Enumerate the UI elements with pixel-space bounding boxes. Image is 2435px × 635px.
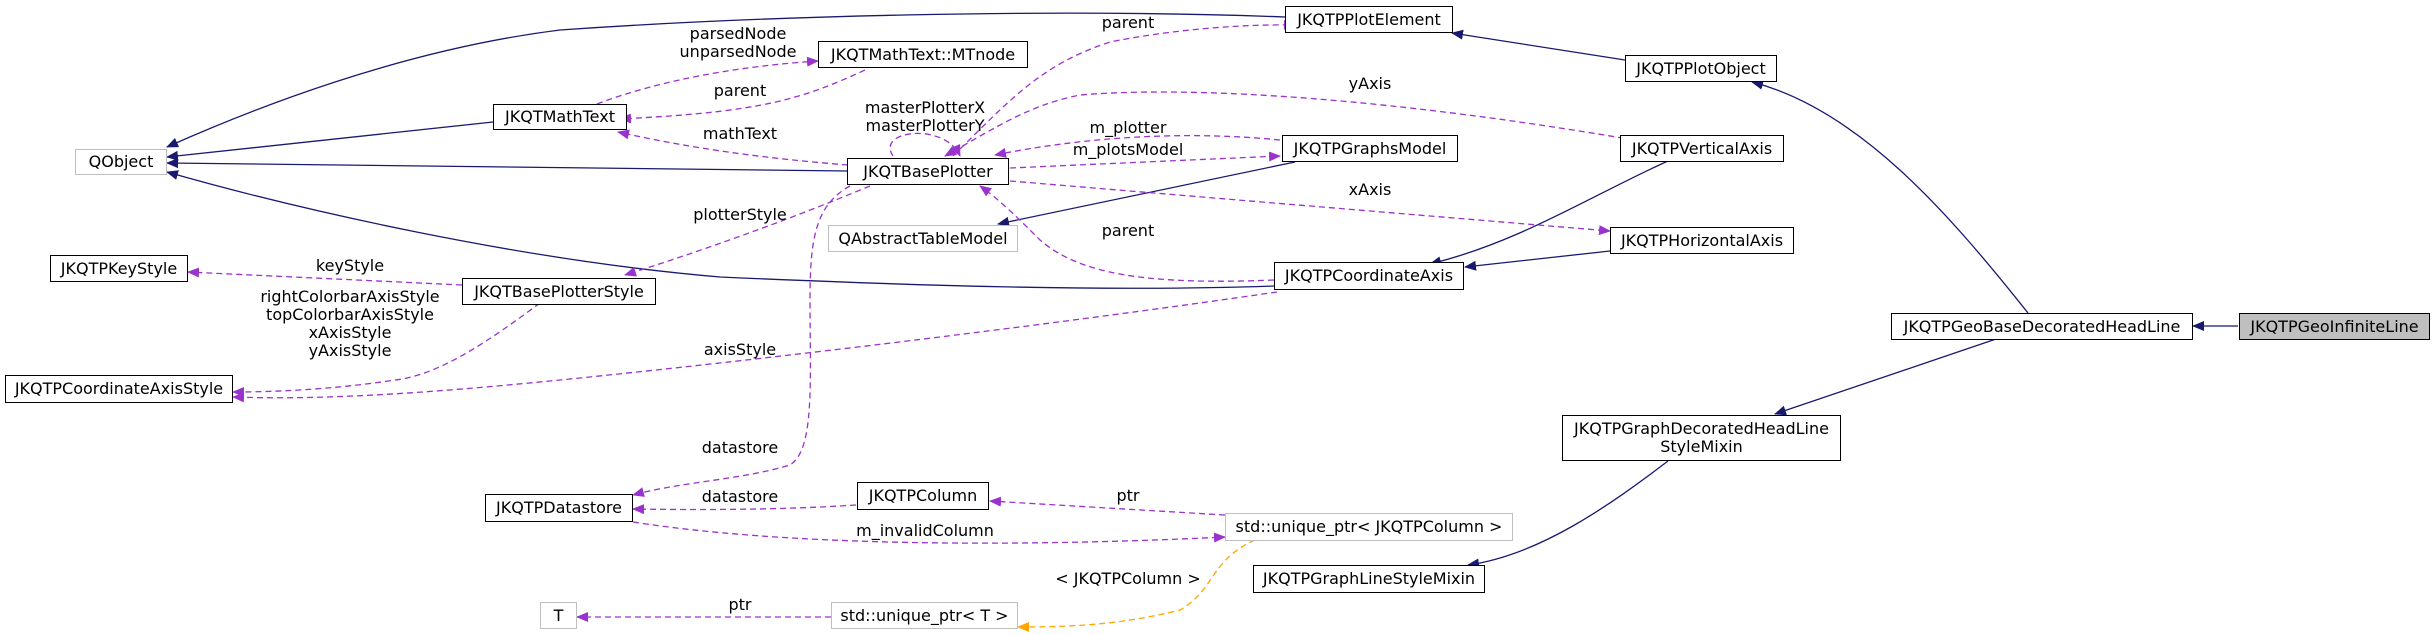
node-uniqueptr-t[interactable]: std::unique_ptr< T > (831, 602, 1018, 629)
label-parsednode-line-2: unparsedNode (679, 42, 797, 61)
label-yaxis: yAxis (1348, 74, 1392, 93)
label-axisstyles-line-3: xAxisStyle (308, 323, 392, 342)
label-template-arg: < JKQTPColumn > (1055, 569, 1201, 588)
label-axisstyles-line-1: rightColorbarAxisStyle (260, 287, 440, 306)
label-parent-plotelement: parent (1101, 13, 1155, 32)
label-masterplotter-line-2: masterPlotterY (865, 116, 985, 135)
label-plotterstyle: plotterStyle (693, 205, 787, 224)
label-axisstyles: rightColorbarAxisStyle topColorbarAxisSt… (260, 288, 439, 360)
node-geoinfinite[interactable]: JKQTPGeoInfiniteLine (2239, 313, 2430, 340)
label-parsednode-line-1: parsedNode (689, 24, 787, 43)
edge-coordaxis-axisstyle (232, 291, 1278, 403)
edge-baseplotter-horizontalaxis (1009, 180, 1611, 236)
node-keystyle[interactable]: JKQTPKeyStyle (50, 255, 188, 282)
edge-verticalaxis-baseplotter (944, 91, 1635, 157)
edge-baseplotter-datastore (632, 185, 851, 497)
edge-plotterstyle-keystyle (187, 267, 463, 286)
edge-baseplotter-self (889, 132, 961, 157)
label-axisstyle: axisStyle (703, 340, 777, 359)
label-masterplotter: masterPlotterX masterPlotterY (865, 99, 985, 135)
node-coordinateaxis[interactable]: JKQTPCoordinateAxis (1274, 262, 1464, 290)
edge-baseplotter-plotterstyle (624, 185, 871, 277)
label-axisstyles-line-2: topColorbarAxisStyle (266, 305, 434, 324)
node-jkqtmathtext[interactable]: JKQTMathText (493, 104, 627, 130)
node-graphsmodel[interactable]: JKQTPGraphsModel (1282, 135, 1458, 162)
node-abstracttablemodel[interactable]: QAbstractTableModel (828, 225, 1018, 252)
label-datastore-plotter: datastore (701, 438, 779, 457)
node-column[interactable]: JKQTPColumn (857, 482, 989, 510)
label-datastore-column: datastore (701, 487, 779, 506)
edge-coordaxis-baseplotter (979, 185, 1275, 282)
label-parent-mathtext: parent (713, 81, 767, 100)
node-baseplotter[interactable]: JKQTBasePlotter (847, 158, 1009, 185)
label-parent-coordaxis: parent (1101, 221, 1155, 240)
edge-geobase-plotobject (1751, 79, 2029, 314)
label-m-invalidcolumn: m_invalidColumn (856, 521, 994, 540)
node-verticalaxis[interactable]: JKQTPVerticalAxis (1620, 135, 1784, 162)
edge-decoratedmixin-geobase (1774, 338, 1997, 416)
edge-uniqueptr-column-template (1017, 539, 1256, 632)
label-ptr-t: ptr (728, 595, 752, 614)
edge-baseplotter-qobject (166, 158, 848, 172)
node-linestylemixin[interactable]: JKQTPGraphLineStyleMixin (1253, 565, 1485, 593)
edge-plotelement-qobject (166, 12, 1286, 148)
edge-baseplotter-mathtext (617, 129, 849, 166)
node-horizontalaxis[interactable]: JKQTPHorizontalAxis (1610, 227, 1794, 254)
node-decoratedmixin[interactable]: JKQTPGraphDecoratedHeadLine StyleMixin (1562, 415, 1841, 461)
label-mathtext: mathText (702, 124, 778, 143)
edge-mathtext-qobject (166, 121, 494, 161)
edge-column-datastore (632, 504, 857, 515)
node-qobject[interactable]: QObject (75, 149, 167, 175)
label-xaxis: xAxis (1348, 180, 1392, 199)
edge-graphsmodel-abstracttablemodel (997, 161, 1296, 227)
edge-uniqueptr-column (989, 496, 1226, 516)
edge-baseplotter-plotelement (952, 19, 1296, 157)
decoratedmixin-line-1: JKQTPGraphDecoratedHeadLine (1574, 419, 1829, 438)
label-axisstyles-line-4: yAxisStyle (308, 341, 392, 360)
label-keystyle: keyStyle (315, 256, 385, 275)
label-masterplotter-line-1: masterPlotterX (864, 98, 986, 117)
node-plotobject[interactable]: JKQTPPlotObject (1625, 55, 1777, 82)
edge-plotterstyle-axisstyle (232, 302, 541, 397)
node-plotelement[interactable]: JKQTPPlotElement (1285, 6, 1453, 33)
edge-mtnode-mathtext (619, 69, 866, 124)
node-plotterstyle[interactable]: JKQTBasePlotterStyle (462, 278, 656, 305)
edge-baseplotter-graphsmodel (1009, 151, 1281, 169)
edge-graphsmodel-baseplotter (994, 134, 1281, 158)
node-datastore[interactable]: JKQTPDatastore (485, 494, 633, 522)
label-parsednode: parsedNode unparsedNode (680, 25, 797, 61)
edge-mathtext-mtnode (596, 56, 819, 105)
edge-plotobject-plotelement (1451, 29, 1626, 61)
label-m-plotter: m_plotter (1089, 118, 1167, 137)
decoratedmixin-line-2: StyleMixin (1660, 437, 1743, 456)
edge-horizontalaxis-coordaxis (1464, 250, 1611, 271)
edge-coordaxis-qobject (166, 170, 1275, 289)
node-mtnode[interactable]: JKQTMathText::MTnode (818, 41, 1028, 68)
node-geobase[interactable]: JKQTPGeoBaseDecoratedHeadLine (1891, 313, 2193, 340)
node-coordinateaxisstyle[interactable]: JKQTPCoordinateAxisStyle (5, 375, 233, 403)
edge-linestylemixin-decoratedmixin (1467, 460, 1669, 569)
label-m-plotsmodel: m_plotsModel (1072, 140, 1184, 159)
edge-verticalaxis-coordaxis (1429, 160, 1669, 267)
label-ptr-column: ptr (1116, 486, 1140, 505)
node-uniqueptr-column[interactable]: std::unique_ptr< JKQTPColumn > (1225, 513, 1513, 541)
node-t[interactable]: T (540, 602, 577, 629)
